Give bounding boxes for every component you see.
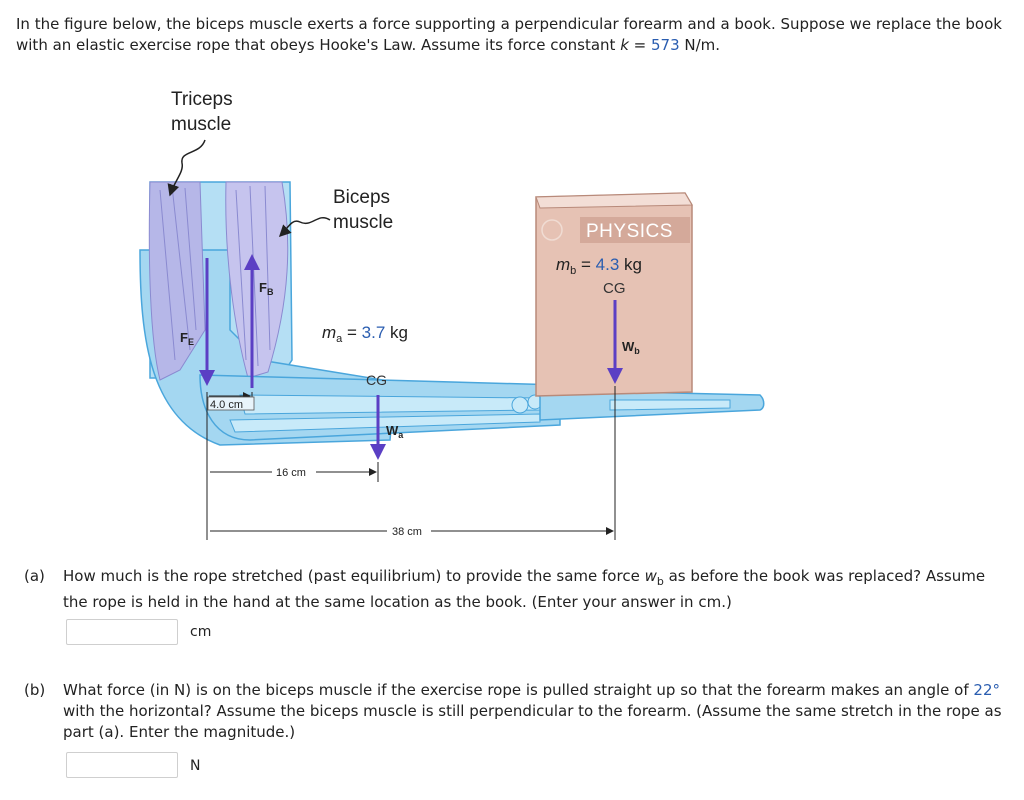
elbow-force-label: FE [180, 330, 194, 347]
book-title: PHYSICS [586, 221, 673, 242]
triceps-label-line1: Triceps [171, 89, 233, 110]
upper-arm [139, 181, 396, 446]
biceps-label-line2: muscle [333, 212, 393, 233]
part-a-question: How much is the rope stretched (past equ… [63, 567, 986, 611]
book-mass-label: mb = 4.3 kg [556, 255, 642, 277]
arm-cg-label: CG [366, 372, 387, 388]
elbow-force-arrow [199, 370, 215, 386]
triceps-label-line2: muscle [171, 114, 231, 135]
part-a-unit: cm [190, 624, 212, 640]
part-b-question: What force (in N) is on the biceps muscl… [63, 681, 1002, 741]
weight-arm-arrow [370, 444, 386, 460]
dimension-mid: 16 cm [276, 467, 306, 479]
biceps-label-line1: Biceps [333, 187, 390, 208]
biceps-muscle [225, 181, 289, 379]
forearm [199, 374, 765, 441]
biceps-force-label: FB [259, 280, 274, 297]
arm-mass-label: ma = 3.7 kg [322, 323, 408, 345]
book-cg-label: CG [603, 280, 626, 297]
biceps-force-arrow [244, 254, 260, 270]
part-a-answer-input[interactable] [66, 619, 178, 645]
part-b-answer-input[interactable] [66, 752, 178, 778]
part-b-label: (b) [24, 681, 46, 699]
weight-book-arrow [607, 368, 623, 384]
weight-book-label: Wb [622, 339, 640, 356]
part-a-label: (a) [24, 567, 45, 585]
dimension-long: 38 cm [392, 526, 422, 538]
dimension-small: 4.0 cm [210, 399, 243, 411]
physics-book [535, 192, 693, 397]
angle-value: 22° [973, 681, 1001, 699]
part-b-unit: N [190, 758, 201, 774]
k-value: 573 [651, 36, 680, 54]
weight-arm-label: Wa [386, 423, 404, 440]
triceps-muscle [148, 181, 206, 381]
problem-intro: In the figure below, the biceps muscle e… [16, 15, 1002, 54]
